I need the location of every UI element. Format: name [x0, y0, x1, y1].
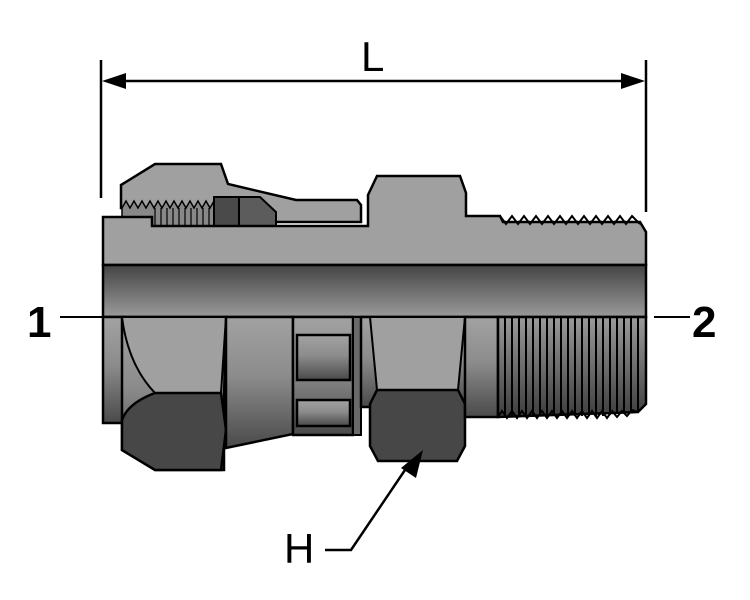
port-2-label: 2 — [692, 298, 717, 347]
section-view-upper — [101, 162, 648, 319]
dimension-L — [99, 60, 648, 212]
port-1-label: 1 — [27, 298, 52, 347]
dimension-length-label: L — [361, 33, 385, 80]
exterior-view-lower — [101, 315, 648, 472]
dimension-hex-label: H — [284, 525, 315, 572]
hex-leader-arrow — [325, 450, 423, 552]
